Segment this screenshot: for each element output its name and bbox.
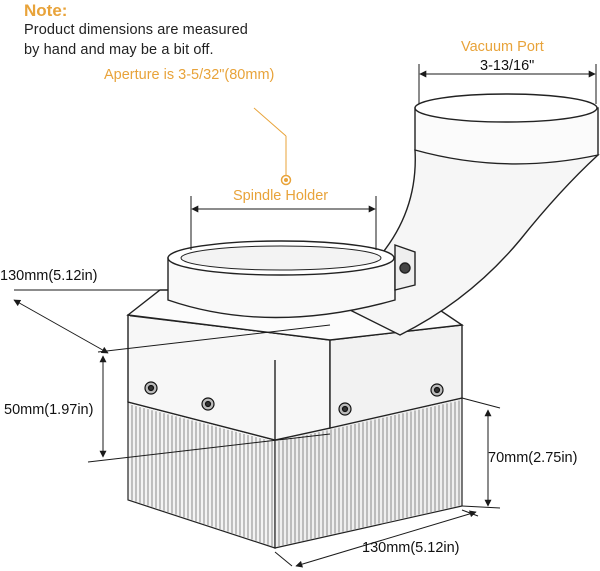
depth-dimension xyxy=(13,289,331,354)
spindle-holder-ring xyxy=(167,240,416,319)
vacuum-port-label: Vacuum Port xyxy=(461,39,544,55)
note-line-1: Product dimensions are measured xyxy=(24,22,248,38)
depth-label: 130mm(5.12in) xyxy=(0,268,98,284)
note-line-2: by hand and may be a bit off. xyxy=(24,42,214,58)
height-70-label: 70mm(2.75in) xyxy=(488,450,578,466)
width-dimension xyxy=(274,509,479,568)
height-50-dimension xyxy=(87,355,331,463)
width-label: 130mm(5.12in) xyxy=(362,540,460,556)
spindle-holder-label: Spindle Holder xyxy=(233,188,329,204)
spindle-holder-dimension xyxy=(190,196,377,250)
note-title: Note: xyxy=(24,1,68,20)
aperture-label: Aperture is 3-5/32"(80mm) xyxy=(104,67,275,83)
vacuum-port-size: 3-13/16" xyxy=(480,58,535,74)
aperture-leader xyxy=(253,107,292,186)
vacuum-port-dimension xyxy=(418,64,597,104)
height-50-label: 50mm(1.97in) xyxy=(4,402,94,418)
screws xyxy=(144,381,444,416)
height-70-dimension xyxy=(461,397,501,509)
